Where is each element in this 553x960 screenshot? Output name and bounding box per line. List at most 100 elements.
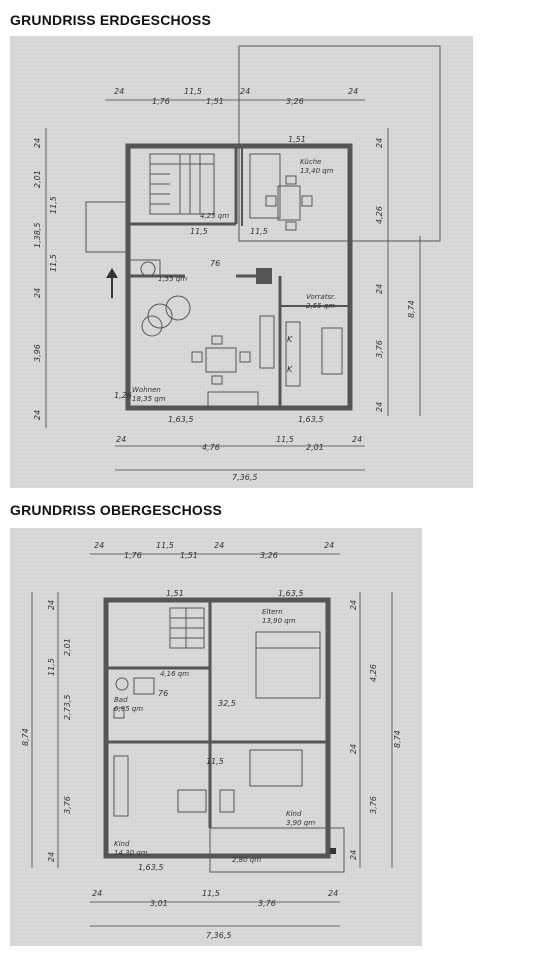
dim-left-6: 24 — [33, 288, 42, 298]
dim-bottom-5: 24 — [328, 889, 338, 898]
dims-bottom: 24 3,01 11,5 3,76 24 7,36,5 — [92, 889, 338, 940]
dim-right-2: 4,26 — [369, 664, 378, 682]
dim-top-5: 24 — [240, 87, 250, 96]
ground-floor-drawing: 24 1,76 11,5 1,51 24 3,26 24 — [33, 45, 441, 482]
stairs — [169, 607, 205, 649]
symbol-k2: K — [287, 365, 293, 374]
inner-dim-6: 1,26 — [114, 391, 132, 400]
dim-left-6: 3,76 — [63, 796, 72, 814]
dim-left-3: 11,5 — [49, 196, 58, 214]
floor-plan-title-ground: GRUNDRISS ERDGESCHOSS — [10, 12, 212, 28]
dim-top-2: 1,76 — [124, 551, 142, 560]
room-flur-area: 4,16 qm — [160, 670, 189, 678]
inner-dim-3: 1,63,5 — [138, 863, 163, 872]
room-kind1-area: 14,30 qm — [114, 849, 148, 857]
dim-left-5: 8,74 — [21, 728, 30, 746]
overall-width: 7,36,5 — [206, 931, 231, 940]
overall-depth: 8,74 — [407, 300, 416, 318]
dims-bottom: 24 4,76 11,5 2,01 24 7,36,5 — [116, 435, 362, 482]
dim-top-6: 3,26 — [260, 551, 278, 560]
room-kind1-name: Kind — [114, 840, 130, 848]
inner-dim-3: 1,63,5 — [298, 415, 323, 424]
dim-top-6: 3,26 — [286, 97, 304, 106]
dim-bottom-3: 11,5 — [202, 889, 220, 898]
dim-left-2: 2,01 — [33, 170, 42, 188]
dim-left-5: 11,5 — [49, 254, 58, 272]
dim-top-7: 24 — [324, 541, 334, 550]
double-bed — [255, 631, 321, 699]
dim-top-3: 11,5 — [156, 541, 174, 550]
upper-floor-plan: 24 1,76 11,5 1,51 24 3,26 24 — [10, 528, 422, 946]
room-balkon-area: 2,80 qm — [232, 856, 261, 864]
dim-top-2: 1,76 — [152, 97, 170, 106]
room-eltern-area: 13,90 qm — [262, 617, 296, 625]
dim-left-3: 11,5 — [47, 658, 56, 676]
dim-right-3: 24 — [375, 284, 384, 294]
dim-top-4: 1,51 — [180, 551, 198, 560]
dim-top-7: 24 — [348, 87, 358, 96]
entrance-arrow-icon — [106, 268, 118, 278]
dim-left-1: 24 — [47, 600, 56, 610]
stairs — [149, 153, 215, 215]
dims-left: 24 2,01 11,5 1,38,5 11,5 24 3,96 24 — [33, 138, 58, 420]
kitchen-furniture — [249, 153, 313, 231]
dim-bottom-2: 4,76 — [202, 443, 220, 452]
dim-left-4: 2,73,5 — [63, 695, 72, 720]
dim-left-1: 24 — [33, 138, 42, 148]
dim-top-3: 11,5 — [184, 87, 202, 96]
symbol-k1: K — [287, 335, 293, 344]
inner-dim-2: 1,63,5 — [278, 589, 303, 598]
dims-right: 24 4,26 24 3,76 24 8,74 — [349, 600, 402, 860]
inner-dim-5: 11,5 — [250, 227, 268, 236]
dim-right-3: 24 — [349, 744, 358, 754]
dim-left-4: 1,38,5 — [33, 223, 42, 248]
dim-right-4: 3,76 — [375, 340, 384, 358]
chimney — [256, 268, 272, 284]
inner-dim-4: 76 — [158, 689, 168, 698]
dims-left: 24 2,01 11,5 2,73,5 8,74 3,76 24 — [21, 600, 72, 862]
overall-depth: 8,74 — [393, 730, 402, 748]
dim-bottom-4: 3,76 — [258, 899, 276, 908]
room-vorrat-area: 2,55 qm — [306, 302, 335, 310]
inner-dim-1: 1,51 — [288, 135, 306, 144]
inner-dim-6: 11,5 — [206, 757, 224, 766]
dim-top-1: 24 — [94, 541, 104, 550]
inner-dim-2: 1,63,5 — [168, 415, 193, 424]
exterior-wall — [103, 597, 331, 859]
dim-bottom-1: 24 — [92, 889, 102, 898]
room-kind2-area: 3,90 qm — [286, 819, 315, 827]
dim-top-1: 24 — [114, 87, 124, 96]
dim-bottom-5: 24 — [352, 435, 362, 444]
room-kueche-name: Küche — [300, 158, 321, 166]
ground-floor-plan: 24 1,76 11,5 1,51 24 3,26 24 — [10, 36, 473, 488]
dim-left-2: 2,01 — [63, 638, 72, 656]
room-eltern-name: Eltern — [262, 608, 283, 616]
room-wohnen-area: 18,35 qm — [132, 395, 166, 403]
inner-dim-4: 11,5 — [190, 227, 208, 236]
inner-dim-5: 32,5 — [218, 699, 236, 708]
room-kind2-name: Kind — [286, 810, 302, 818]
dim-right-5: 24 — [349, 850, 358, 860]
room-vorrat-name: Vorratsr. — [306, 293, 336, 301]
room-bad-area: 6,95 qm — [114, 705, 143, 713]
dim-left-8: 24 — [33, 410, 42, 420]
dim-left-7: 24 — [47, 852, 56, 862]
overall-width: 7,36,5 — [232, 473, 257, 482]
dim-right-1: 24 — [349, 600, 358, 610]
dim-bottom-3: 11,5 — [276, 435, 294, 444]
room-flur-area: 4,25 qm — [200, 212, 229, 220]
floor-plan-title-upper: GRUNDRISS OBERGESCHOSS — [10, 502, 223, 518]
inner-dim-7: 76 — [210, 259, 220, 268]
room-bad-name: Bad — [114, 696, 128, 704]
dim-bottom-1: 24 — [116, 435, 126, 444]
dim-left-7: 3,96 — [33, 344, 42, 362]
room-wohnen-name: Wohnen — [132, 386, 161, 394]
living-furniture — [141, 295, 343, 407]
dim-right-4: 3,76 — [369, 796, 378, 814]
dim-right-2: 4,26 — [375, 206, 384, 224]
dim-right-5: 24 — [375, 402, 384, 412]
dim-right-1: 24 — [375, 138, 384, 148]
dim-bottom-2: 3,01 — [150, 899, 168, 908]
dim-bottom-4: 2,01 — [306, 443, 324, 452]
dim-top-4: 1,51 — [206, 97, 224, 106]
